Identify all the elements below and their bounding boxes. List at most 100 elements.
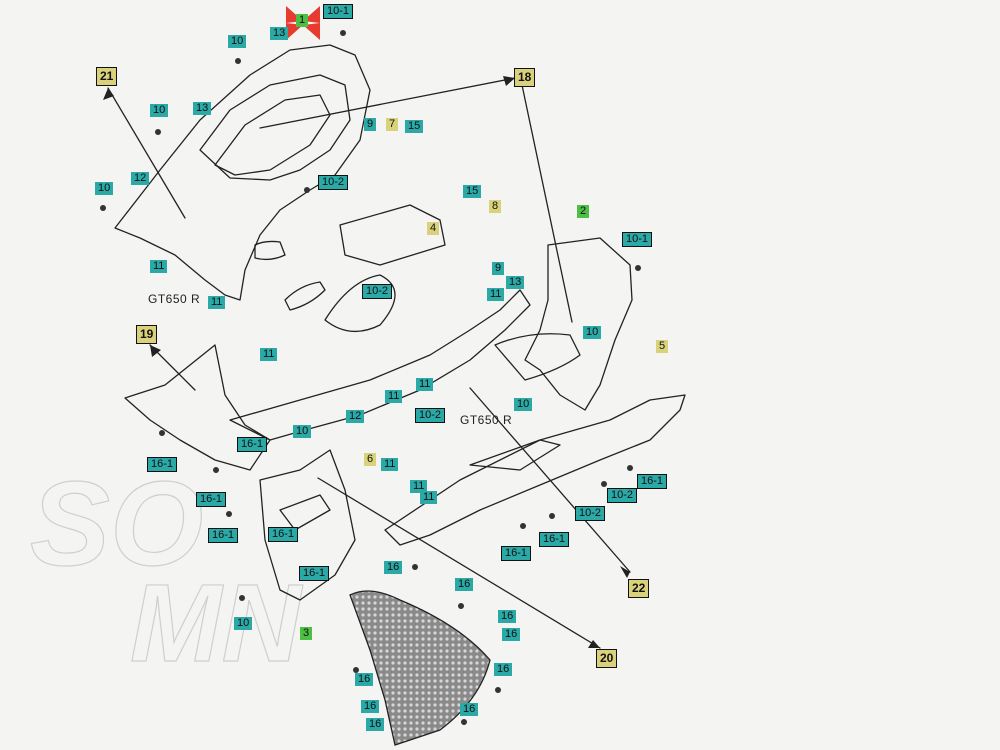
part-callout-2: 2: [577, 205, 590, 218]
screw-icon: [458, 603, 464, 609]
part-callout-16: 16: [502, 628, 521, 641]
screw-icon: [213, 467, 219, 473]
part-callout-11: 11: [416, 378, 434, 391]
part-callout-21: 21: [96, 67, 118, 86]
screw-icon: [495, 687, 501, 693]
part-callout-13: 13: [193, 102, 212, 115]
part-callout-16: 16: [460, 703, 479, 716]
part-callout-15: 15: [463, 185, 482, 198]
arrow-21: [103, 88, 114, 100]
part-callout-13: 13: [270, 27, 289, 40]
part-callout-16-1: 16-1: [196, 492, 227, 507]
part-callout-20: 20: [596, 649, 618, 668]
part-callout-10: 10: [234, 617, 253, 630]
leader-line-18b: [521, 84, 573, 323]
part-callout-16-1: 16-1: [237, 437, 268, 452]
part-callout-16: 16: [355, 673, 374, 686]
part-callout-16: 16: [366, 718, 385, 731]
mesh-grille: [349, 590, 491, 746]
left-middle-panel: [229, 289, 531, 441]
screw-icon: [226, 511, 232, 517]
screw-icon: [239, 595, 245, 601]
part-callout-16: 16: [498, 610, 517, 623]
part-callout-10: 10: [583, 326, 602, 339]
part-callout-16: 16: [361, 700, 380, 713]
part-callout-11: 11: [420, 491, 438, 504]
arrow-22: [620, 566, 630, 578]
screw-icon: [353, 667, 359, 673]
leader-line-21: [107, 87, 186, 219]
part-callout-10: 10: [228, 35, 247, 48]
part-callout-3: 3: [300, 627, 313, 640]
screw-icon: [601, 481, 607, 487]
headlight-right: [284, 281, 326, 311]
part-callout-11: 11: [381, 458, 399, 471]
lower-vent-slot: [279, 494, 331, 531]
part-callout-16-1: 16-1: [637, 474, 668, 489]
part-callout-11: 11: [208, 296, 226, 309]
part-callout-10-2: 10-2: [318, 175, 349, 190]
part-callout-10-2: 10-2: [607, 488, 638, 503]
part-callout-8: 8: [489, 200, 502, 213]
part-callout-10: 10: [150, 104, 169, 117]
screw-icon: [461, 719, 467, 725]
screw-icon: [412, 564, 418, 570]
leader-line-22: [469, 387, 631, 573]
part-callout-16: 16: [494, 663, 513, 676]
part-callout-10-1: 10-1: [622, 232, 653, 247]
part-callout-11: 11: [410, 480, 428, 493]
part-callout-10-2: 10-2: [362, 284, 393, 299]
part-callout-10: 10: [95, 182, 114, 195]
part-callout-9: 9: [492, 262, 505, 275]
screw-icon: [159, 430, 165, 436]
screw-icon: [304, 187, 310, 193]
windscreen-inner: [214, 94, 331, 176]
part-callout-4: 4: [427, 222, 440, 235]
part-callout-5: 5: [656, 340, 669, 353]
part-callout-10-1: 10-1: [323, 4, 354, 19]
part-callout-11: 11: [385, 390, 403, 403]
part-callout-16-1: 16-1: [501, 546, 532, 561]
part-callout-12: 12: [346, 410, 365, 423]
fairing-bracket: [339, 204, 446, 266]
part-callout-11: 11: [260, 348, 278, 361]
part-callout-9: 9: [364, 118, 377, 131]
part-callout-18: 18: [514, 68, 536, 87]
part-callout-16: 16: [455, 578, 474, 591]
screw-icon: [549, 513, 555, 519]
leader-line-20: [317, 477, 601, 649]
headlight-left: [254, 240, 286, 261]
part-callout-12: 12: [131, 172, 150, 185]
part-callout-16-1: 16-1: [299, 566, 330, 581]
right-side-panel: [524, 237, 633, 411]
screw-icon: [635, 265, 641, 271]
arrow-19: [150, 345, 161, 357]
watermark-text: MN: [129, 561, 302, 685]
part-callout-16: 16: [384, 561, 403, 574]
part-callout-10: 10: [514, 398, 533, 411]
part-callout-16-1: 16-1: [268, 527, 299, 542]
part-callout-10: 10: [293, 425, 312, 438]
arrow-20: [588, 640, 600, 648]
model-label: GT650 R: [148, 292, 201, 306]
part-callout-11: 11: [487, 288, 505, 301]
screw-icon: [100, 205, 106, 211]
model-label: GT650 R: [460, 413, 513, 427]
part-callout-16-1: 16-1: [539, 532, 570, 547]
bracket-wire: [324, 274, 396, 332]
part-callout-19: 19: [136, 325, 158, 344]
part-callout-10-2: 10-2: [575, 506, 606, 521]
screw-icon: [627, 465, 633, 471]
part-callout-16-1: 16-1: [208, 528, 239, 543]
part-callout-1: 1: [296, 14, 309, 27]
watermark-text: SO: [29, 456, 204, 591]
screw-icon: [520, 523, 526, 529]
lower-vent-panel: [259, 449, 356, 601]
part-callout-11: 11: [150, 260, 168, 273]
part-callout-6: 6: [364, 453, 377, 466]
part-callout-16-1: 16-1: [147, 457, 178, 472]
part-callout-7: 7: [386, 118, 399, 131]
arrow-18: [503, 76, 515, 86]
